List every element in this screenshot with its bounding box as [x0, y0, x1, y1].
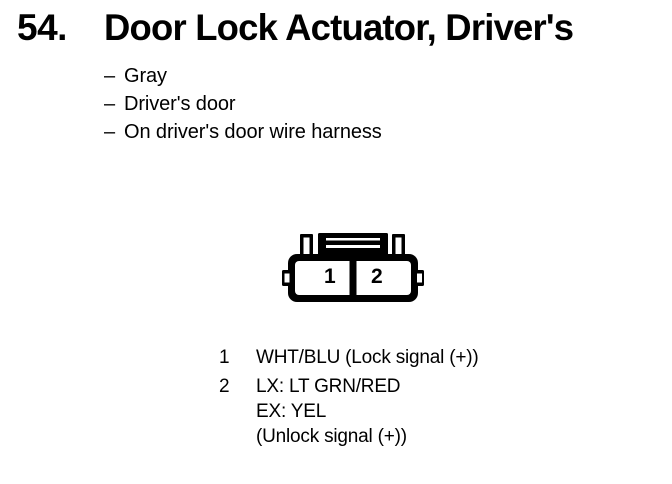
- pin-description: WHT/BLU (Lock signal (+)): [256, 347, 479, 368]
- pin-row-continuation: (Unlock signal (+)): [219, 424, 639, 449]
- pin-assignment-list: 1 WHT/BLU (Lock signal (+)) 2 LX: LT GRN…: [219, 345, 639, 449]
- connector-diagram: 1 2: [276, 228, 432, 308]
- dash-bullet-icon: –: [104, 93, 116, 115]
- pin-description: LX: LT GRN/RED: [256, 376, 401, 397]
- dash-bullet-icon: –: [104, 121, 116, 143]
- attribute-label: Driver's door: [124, 93, 236, 115]
- pin-description-continuation: (Unlock signal (+)): [256, 426, 407, 447]
- pin-description-continuation: EX: YEL: [256, 401, 327, 422]
- connector-cavity-label-1: 1: [324, 265, 336, 288]
- page-title: Door Lock Actuator, Driver's: [104, 7, 574, 48]
- attribute-item: – Driver's door: [104, 90, 564, 118]
- attribute-item: – Gray: [104, 62, 564, 90]
- attribute-label: On driver's door wire harness: [124, 121, 382, 143]
- pin-row-continuation: EX: YEL: [219, 399, 639, 424]
- connector-cavity-label-2: 2: [371, 265, 383, 288]
- pin-row: 2 LX: LT GRN/RED: [219, 374, 639, 399]
- attribute-item: – On driver's door wire harness: [104, 118, 564, 146]
- pin-number: 1: [219, 347, 230, 368]
- dash-bullet-icon: –: [104, 65, 116, 87]
- pin-row: 1 WHT/BLU (Lock signal (+)): [219, 345, 639, 370]
- attribute-list: – Gray – Driver's door – On driver's doo…: [104, 62, 564, 146]
- connector-outline-icon: [282, 233, 424, 302]
- attribute-label: Gray: [124, 65, 167, 87]
- pin-number: 2: [219, 376, 230, 397]
- entry-number: 54.: [17, 7, 67, 48]
